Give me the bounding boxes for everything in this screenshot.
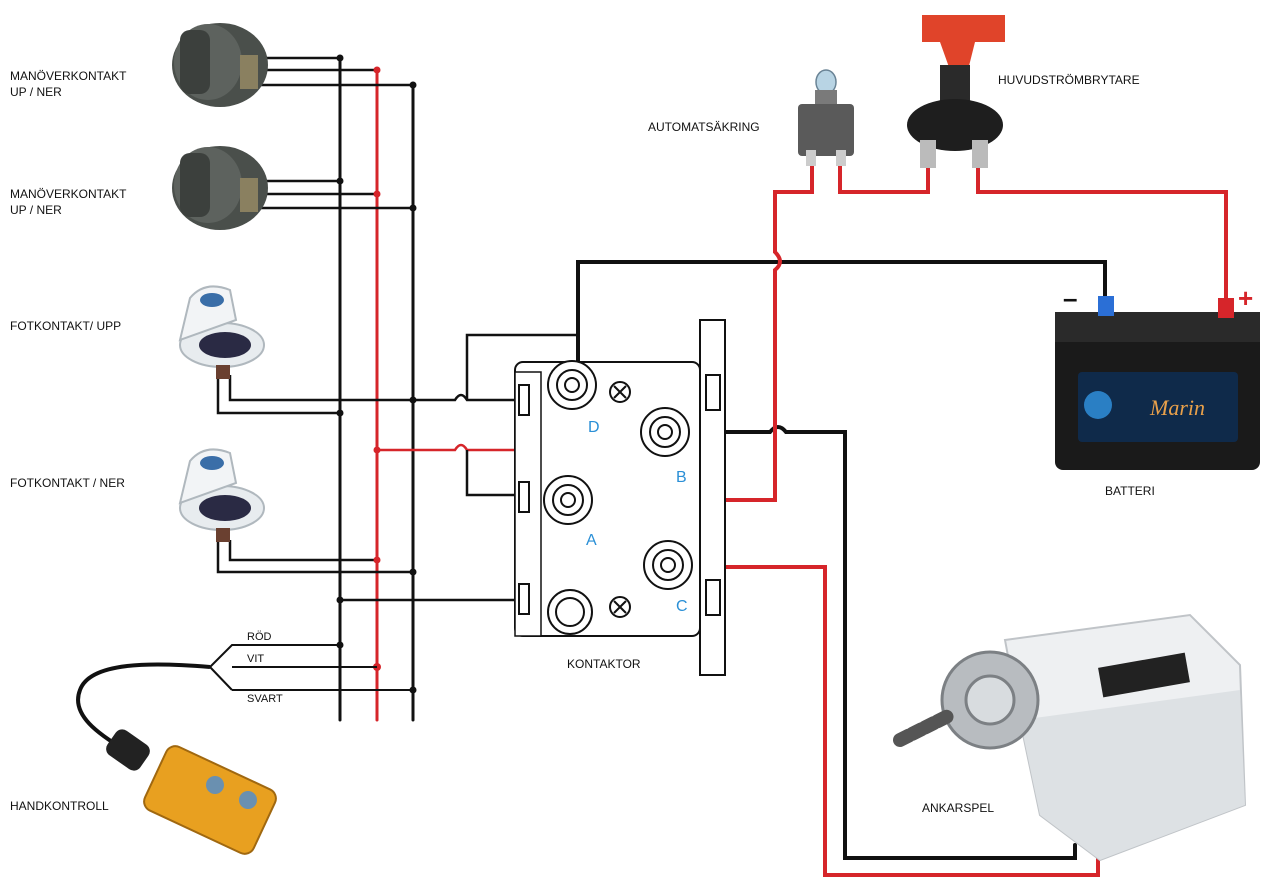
label-fot-upp: FOTKONTAKT/ UPP [10,319,121,333]
junction-dots [336,54,417,694]
main-switch-icon [907,15,1005,168]
battery-minus-sign: – [1063,283,1077,313]
windlass-icon [893,613,1247,862]
label-kontaktor: KONTAKTOR [567,657,641,671]
label-manover-1-line1: MANÖVERKONTAKT [10,69,127,83]
power-wires [566,163,1228,877]
battery-brand-text: Marin [1149,395,1205,420]
label-huvudstrombrytare: HUVUDSTRÖMBRYTARE [998,73,1140,87]
label-fot-ner: FOTKONTAKT / NER [10,476,125,490]
label-handkontroll: HANDKONTROLL [10,799,109,813]
contactor [514,319,726,676]
foot-switch-icon [178,285,265,379]
label-manover-1-line2: UP / NER [10,85,62,99]
bus-bars [338,56,415,722]
switch-wires [216,56,413,574]
label-manover-2-line2: UP / NER [10,203,62,217]
terminal-label-b: B [676,469,687,486]
foot-switch-icon [178,448,265,542]
hand-control-cable [76,644,413,752]
label-ankarspel: ANKARSPEL [922,801,994,815]
label-batteri: BATTERI [1105,484,1155,498]
wire-label-svart: SVART [247,693,283,705]
wire-label-rod: RÖD [247,631,272,643]
terminal-label-a: A [586,532,597,549]
label-automatsakring: AUTOMATSÄKRING [648,120,760,134]
rotary-switch-icon [172,23,268,107]
terminal-label-c: C [676,598,688,615]
label-manover-2-line1: MANÖVERKONTAKT [10,187,127,201]
battery-icon: Marin [1055,296,1260,470]
terminal-label-d: D [588,419,600,436]
hand-control-icon [106,729,277,855]
battery-plus-sign: + [1238,283,1253,313]
rotary-switch-icon [172,146,268,230]
wire-label-vit: VIT [247,653,264,665]
circuit-breaker-icon [798,69,854,166]
